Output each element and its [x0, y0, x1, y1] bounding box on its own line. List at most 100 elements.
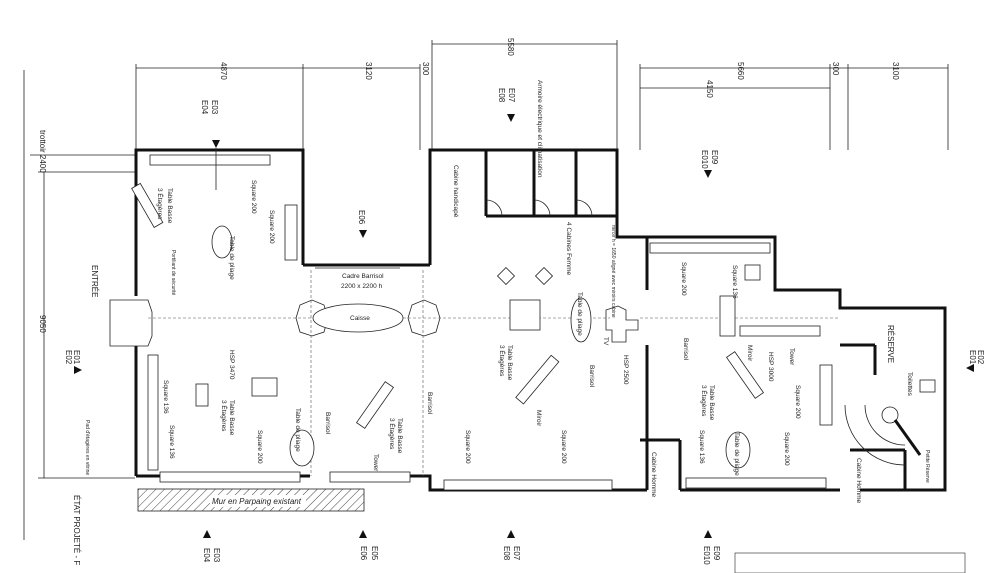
label-etageres-e: 3 Étagères: [700, 385, 709, 417]
label-table-basse-d: Table Basse: [506, 345, 513, 381]
label-square136-a: Square 136: [162, 380, 169, 414]
label-table-pliage-d: Table de pliage: [733, 432, 740, 476]
section-bottom: E03 E04 E05 E06 E07 E08 E09 E010: [202, 530, 721, 565]
mark-e06-bottom: E06: [359, 546, 368, 561]
label-etageres-a: 3 Étagères: [156, 188, 165, 220]
dim-300a: 300: [421, 62, 430, 76]
label-square136-c: Square 136: [731, 265, 738, 299]
mark-e04-bottom: E04: [202, 548, 211, 563]
mur-parpaing: Mur en Parpaing existant: [137, 488, 365, 512]
room-toilettes: Toilettes: [906, 372, 913, 397]
label-caisse: Caisse: [350, 315, 370, 322]
section-e02-right: E02 E01: [966, 350, 984, 372]
section-e06-top: E06: [357, 210, 367, 238]
section-e07-top: E07 E08: [497, 88, 516, 122]
label-tower-b: Tower: [788, 348, 795, 366]
mark-e07-top: E07: [507, 88, 516, 103]
label-square200-c: Square 200: [256, 430, 263, 464]
label-table-basse-b: Table Basse: [228, 400, 235, 436]
mark-e010-bottom: E010: [702, 546, 711, 565]
mark-e09-bottom: E09: [712, 546, 721, 561]
dim-3120: 3120: [364, 62, 373, 80]
label-miroir-b: Miroir: [746, 345, 753, 362]
label-miroir-note: miroir h = 1650 aligné avec miroirs cabi…: [610, 225, 616, 318]
mark-e03-bottom: E03: [212, 548, 221, 563]
mark-e05-bottom: E05: [370, 546, 379, 561]
mark-e03-top: E03: [210, 100, 219, 115]
title-block: [734, 552, 966, 573]
mark-e02-right: E02: [976, 350, 984, 365]
label-table-pliage-a: Table de pliage: [228, 236, 235, 280]
label-etageres-d: 3 Étagères: [498, 345, 507, 377]
mark-e08-top: E08: [497, 88, 506, 103]
mark-e07-bottom: E07: [512, 546, 521, 561]
walls: [134, 148, 947, 492]
mark-e02-left: E02: [64, 350, 73, 365]
mark-e04-top: E04: [200, 100, 209, 115]
label-square200-a: Square 200: [250, 180, 257, 214]
label-tower-a: Tower: [372, 454, 379, 472]
label-square200-g: Square 200: [794, 385, 801, 419]
room-armoire: Armoire électrique et climatisation: [536, 80, 543, 178]
dim-9050: 9050: [38, 315, 47, 333]
label-barrisol-d: Barrisol: [682, 338, 689, 361]
label-table-pliage-c: Table de pliage: [576, 292, 583, 336]
label-square200-h: Square 200: [783, 432, 790, 466]
mark-e01-left: E01: [72, 350, 81, 365]
left-dimensions: trottoir 2400 9050: [23, 70, 135, 540]
dim-2400: trottoir 2400: [38, 130, 47, 173]
label-barrisol-c: Barrisol: [588, 365, 595, 388]
label-barrisol-b: Barrisol: [426, 392, 433, 415]
label-square136-b: Square 136: [168, 425, 175, 459]
label-table-basse-c: Table Basse: [396, 418, 403, 454]
room-petite-reserve: Petite Réserve: [924, 450, 930, 483]
label-table-basse-e: Table Basse: [708, 385, 715, 421]
mark-e09-top: E09: [710, 150, 719, 165]
label-square136-d: Square 136: [698, 430, 705, 464]
mur-label: Mur en Parpaing existant: [212, 497, 302, 506]
label-vitrine-right: Portiliant de sécurité: [170, 250, 176, 296]
label-square200-d: Square 200: [464, 430, 471, 464]
label-table-basse-a: Table Basse: [166, 188, 173, 224]
dim-300b: 300: [831, 62, 840, 76]
room-cabine-homme-right: Cabine Homme: [855, 458, 862, 504]
room-cabines-femme: 4 Cabines Femme: [565, 222, 572, 275]
label-square200-e: Square 200: [560, 430, 567, 464]
mark-e06-top: E06: [357, 210, 366, 225]
room-reserve: RÉSERVE: [886, 325, 895, 363]
room-cabine-handicape: Cabine handicapé: [452, 165, 459, 218]
section-e09-top: E09 E010: [700, 150, 719, 178]
label-hsp2500: HSP 2500: [622, 355, 629, 385]
label-etageres-b: 3 Étagères: [220, 400, 229, 432]
label-vitrine-left: Pad d'étagères en vitrine: [84, 420, 90, 475]
dim-5660: 5660: [736, 62, 745, 80]
section-e03-top: E03 E04: [200, 100, 220, 190]
label-barrisol-a: Barrisol: [324, 412, 331, 435]
section-e02-left: E02 E01: [64, 350, 82, 374]
label-table-pliage-b: Table de pliage: [294, 408, 301, 452]
furniture: [131, 154, 936, 491]
label-miroir-a: Miroir: [535, 410, 542, 427]
room-cabine-homme-left: Cabine Homme: [650, 452, 657, 498]
label-hsp3000: HSP 3000: [767, 352, 774, 382]
label-tv: TV: [602, 337, 609, 346]
top-dimensions: 4870 3120 300 5580 5660 4150 300 3100: [135, 38, 949, 150]
etat-projete: ÉTAT PROJETÉ - F: [72, 495, 81, 565]
mark-e01-right: E01: [968, 350, 977, 365]
label-cadre-size: 2200 x 2200 h: [341, 283, 383, 290]
mark-e08-bottom: E08: [502, 546, 511, 561]
labels: ENTRÉE RÉSERVE Toilettes Cabine handicap…: [84, 80, 930, 504]
label-hsp3470: HSP 3470: [228, 350, 235, 380]
mark-e010-top: E010: [700, 150, 709, 169]
label-square200-f: Square 200: [680, 262, 687, 296]
dim-3100: 3100: [891, 62, 900, 80]
dim-4870: 4870: [219, 62, 228, 80]
dim-5580: 5580: [506, 38, 515, 56]
room-entree: ENTRÉE: [90, 265, 99, 297]
section-marks: E03 E04 E06 E07 E08 E09 E010 E02 E01 E02…: [64, 88, 984, 565]
label-square200-b: Square 200: [268, 210, 275, 244]
label-etageres-c: 3 Étagères: [388, 418, 397, 450]
label-cadre-barrisol: Cadre Barrisol: [342, 273, 384, 280]
dim-4150: 4150: [705, 80, 714, 98]
